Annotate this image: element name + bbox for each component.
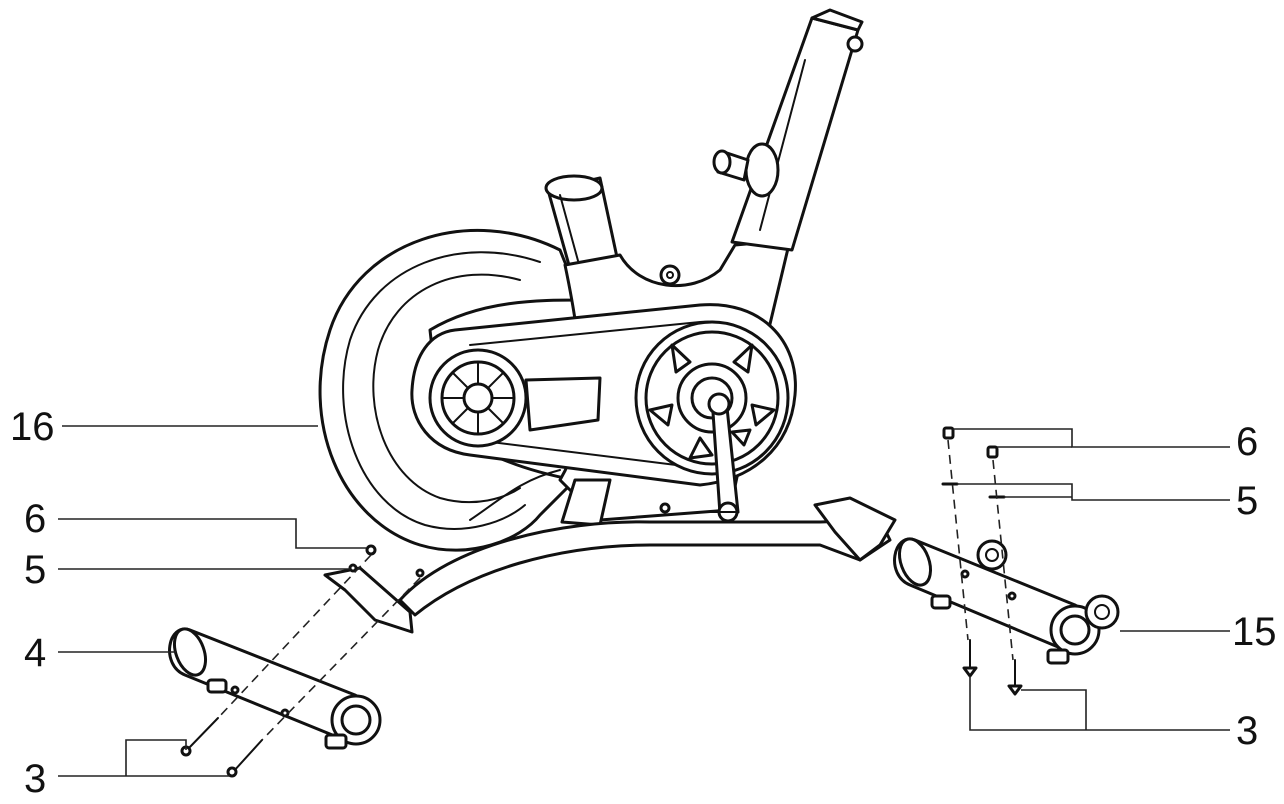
handlebar-stem-tube [730, 16, 860, 252]
seat-clamp-knob [659, 264, 681, 286]
callout-6-left: 6 [24, 497, 46, 541]
callout-5-left: 5 [24, 548, 46, 592]
front-stabilizer [168, 627, 382, 750]
base-rail [323, 496, 897, 634]
flywheel-shroud [318, 228, 582, 552]
right-bolts [962, 639, 1023, 696]
handlebar-adjust-knob [712, 142, 780, 198]
left-cap-nut [365, 544, 377, 556]
bike-frame [318, 8, 864, 552]
callout-4: 4 [24, 631, 46, 675]
left-bolts [180, 717, 263, 778]
transport-wheel [976, 539, 1120, 630]
callout-6-right: 6 [1236, 420, 1258, 464]
small-pulley [428, 348, 528, 448]
right-cap-nut [942, 426, 955, 440]
callout-5-right: 5 [1236, 479, 1258, 523]
callout-16: 16 [10, 405, 55, 449]
leader-lines [58, 425, 1230, 777]
left-washer [348, 563, 358, 573]
crank-arm [707, 392, 740, 523]
callout-3-left: 3 [24, 757, 46, 801]
callout-15: 15 [1232, 610, 1277, 654]
callout-3-right: 3 [1236, 709, 1258, 753]
